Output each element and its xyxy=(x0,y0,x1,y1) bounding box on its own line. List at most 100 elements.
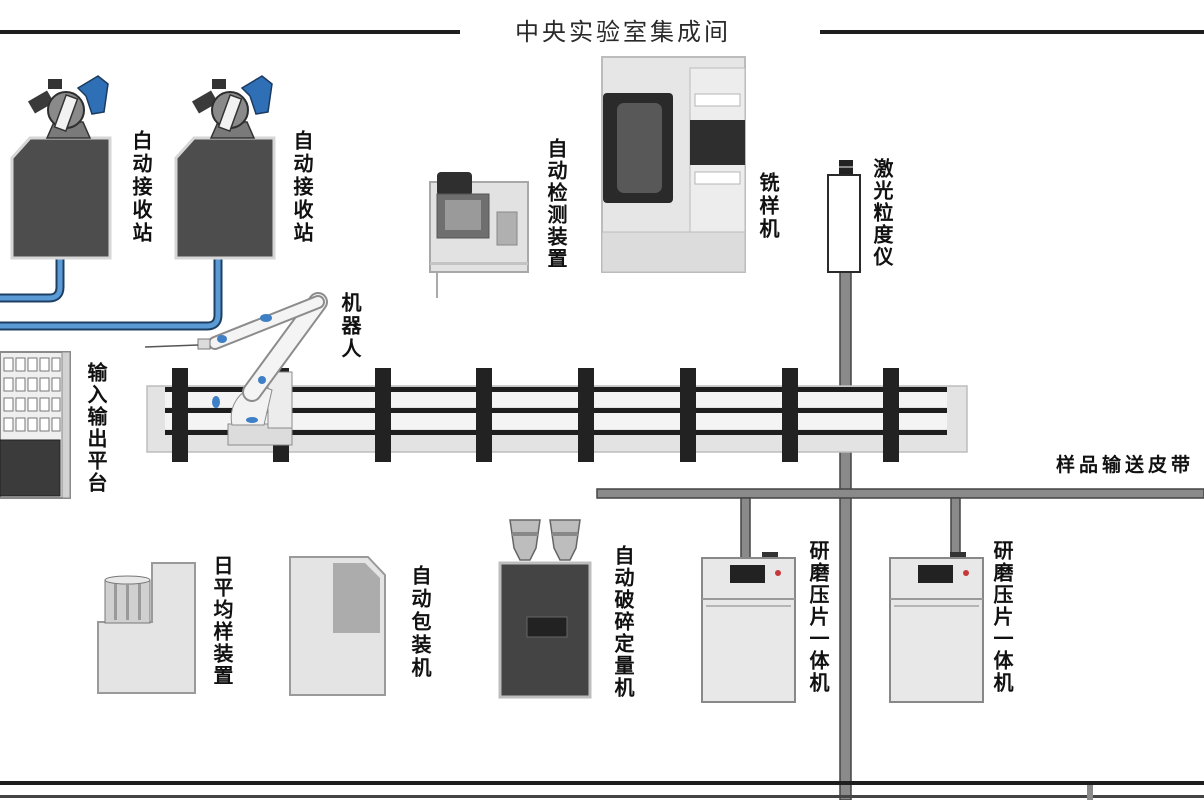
robot-joint xyxy=(246,417,258,423)
robot-joint xyxy=(212,396,220,408)
label-auto-packaging: 自动包装机 xyxy=(408,565,432,680)
rail-tie xyxy=(172,368,188,462)
inspection-left-inner xyxy=(445,200,481,230)
inspection-top-block xyxy=(437,172,472,196)
label-io-platform: 输入输出平台 xyxy=(84,362,108,494)
rail-top xyxy=(165,387,947,392)
label-grinder-press-2: 研磨压片一体机 xyxy=(990,540,1014,694)
mill-vent-top xyxy=(694,93,741,107)
robot-gripper xyxy=(197,338,211,350)
platform-sample-rack xyxy=(3,357,61,432)
crusher-hopper-band xyxy=(512,532,538,536)
grinder-divider xyxy=(890,598,983,600)
floor-rule-bottom xyxy=(0,795,1204,798)
conveyor-main xyxy=(596,488,1204,499)
robot-tool xyxy=(144,344,199,348)
floor-rule-top xyxy=(0,781,1204,785)
receiving-station-1 xyxy=(10,75,112,260)
pipe-2-outline xyxy=(0,258,223,331)
rail-tie xyxy=(782,368,798,462)
grinder-feed-block xyxy=(950,552,966,559)
label-auto-crusher: 自动破碎定量机 xyxy=(611,545,635,699)
mill-control-panel xyxy=(690,120,745,165)
grinder-press-1 xyxy=(701,552,796,703)
crusher-panel xyxy=(526,616,568,638)
station-handle xyxy=(27,90,55,114)
grinder-body xyxy=(701,557,796,703)
auto-packaging-machine xyxy=(289,556,386,696)
divider-cylinder-top xyxy=(104,575,151,585)
label-robot: 机器人 xyxy=(338,292,362,361)
grinder-feed-block xyxy=(762,552,778,559)
rail-middle xyxy=(165,408,947,413)
grinder-display xyxy=(730,565,765,583)
analyzer-cap-stripe xyxy=(839,166,853,168)
divider-body xyxy=(97,562,196,694)
station-handle xyxy=(191,90,219,114)
track-band xyxy=(165,413,947,429)
analyzer-pole xyxy=(839,271,852,800)
auto-inspection-device xyxy=(429,172,529,298)
inspection-right-window xyxy=(496,211,518,246)
crusher-hopper-right xyxy=(549,519,581,561)
sample-divider-device xyxy=(97,562,196,694)
analyzer-body xyxy=(827,174,861,273)
station-top-block xyxy=(48,79,62,89)
page-title: 中央实验室集成间 xyxy=(515,18,731,46)
label-grinder-press-1: 研磨压片一体机 xyxy=(806,540,830,694)
station-top-block xyxy=(212,79,226,89)
label-receiving-station-1: 白动接收站 xyxy=(129,130,153,245)
conveyor-drop-1 xyxy=(740,497,751,559)
crusher-hopper-left xyxy=(509,519,541,561)
inspection-leg xyxy=(436,272,438,298)
label-auto-inspection: 自动检测装置 xyxy=(544,138,568,270)
mill-base xyxy=(601,231,746,273)
io-platform xyxy=(0,351,71,499)
station-window xyxy=(53,94,79,132)
rail-tie xyxy=(375,368,391,462)
robot-joint xyxy=(217,335,227,343)
label-milling-machine: 铣样机 xyxy=(756,172,780,241)
pipe-1 xyxy=(0,258,63,301)
label-sample-divider: 日平均样装置 xyxy=(210,555,234,687)
mill-door-window xyxy=(617,103,662,193)
pipe-2 xyxy=(0,258,221,329)
robot-forearm xyxy=(210,297,323,348)
auto-crusher-device xyxy=(498,519,592,699)
receiving-station-2 xyxy=(174,75,276,260)
rail-tie xyxy=(476,368,492,462)
grinder-divider xyxy=(894,605,979,607)
rail-tie xyxy=(883,368,899,462)
floor-post xyxy=(1087,785,1093,800)
rail-tie xyxy=(578,368,594,462)
station-cabinet xyxy=(10,136,112,260)
mill-vent-bottom xyxy=(694,171,741,185)
station-cabinet xyxy=(174,136,276,260)
grinder-press-2 xyxy=(889,552,984,703)
robot-joint xyxy=(258,376,266,384)
station-blue-cap xyxy=(76,75,109,115)
robot-rail-track xyxy=(146,368,968,462)
header-rule-right xyxy=(820,30,1204,34)
platform-side-strip xyxy=(61,351,71,499)
station-window xyxy=(217,94,243,132)
label-conveyor-belt: 样品输送皮带 xyxy=(1055,454,1194,476)
grinder-indicator-light xyxy=(963,570,969,576)
grinder-divider xyxy=(706,605,791,607)
milling-machine xyxy=(601,56,746,273)
packaging-panel xyxy=(333,563,380,633)
label-receiving-station-2: 自动接收站 xyxy=(290,130,314,245)
inspection-base-line xyxy=(430,262,528,265)
grinder-divider xyxy=(702,598,795,600)
laser-particle-analyzer xyxy=(827,160,861,800)
grinder-body xyxy=(889,557,984,703)
robot-arm xyxy=(144,292,328,446)
robot-joint xyxy=(260,314,272,322)
station-blue-cap xyxy=(240,75,273,115)
rail-bottom xyxy=(165,430,947,435)
transfer-pipes xyxy=(0,258,223,331)
track-band xyxy=(165,392,947,407)
pipe-1-outline xyxy=(0,258,65,303)
